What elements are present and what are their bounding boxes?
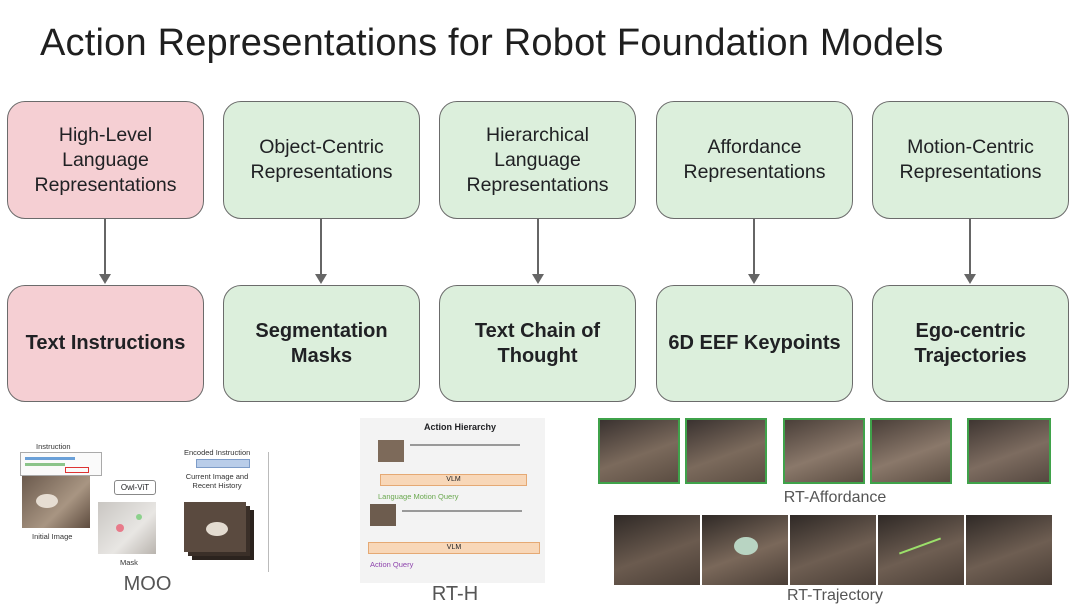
rt-trajectory-frame [702,515,788,585]
box-hierarchical-language: Hierarchical Language Representations [439,101,636,219]
rt-affordance-frame [967,418,1051,484]
box-label: Text Chain of Thought [474,319,601,367]
moo-owlvit-box: Owl-ViT [114,480,156,495]
moo-initial-image [22,476,90,528]
moo-divider [268,452,281,572]
rt-trajectory-frame [966,515,1052,585]
arrow-down [99,219,111,284]
rt-affordance-frame [598,418,680,484]
rt-trajectory-frame [614,515,700,585]
arrow-down [315,219,327,284]
box-high-level-language: High-Level Language Representations [7,101,204,219]
box-text-chain-of-thought: Text Chain of Thought [439,285,636,402]
moo-current-image-label: Current Image and Recent History [185,472,249,490]
box-label: High-Level Language Representations [34,123,177,196]
box-label: Text Instructions [25,332,186,354]
box-object-centric: Object-Centric Representations [223,101,420,219]
moo-caption: MOO [123,573,172,595]
arrow-down [748,219,760,284]
arrow-down [964,219,976,284]
rth-language-motion-query: Language Motion Query [378,492,459,501]
box-motion-centric: Motion-Centric Representations [872,101,1069,219]
box-label: Object-Centric Representations [250,136,393,183]
box-label: Ego-centric Trajectories [914,319,1027,367]
box-ego-centric-trajectories: Ego-centric Trajectories [872,285,1069,402]
slide-title: Action Representations for Robot Foundat… [40,22,944,64]
box-label: 6D EEF Keypoints [668,332,841,354]
rth-frame-image [378,440,404,462]
rt-affordance-frame [685,418,767,484]
moo-figure: Instruction Initial Image Owl-ViT Encode… [18,438,288,578]
moo-mask-label: Mask [120,558,138,567]
rt-affordance-caption: RT-Affordance [783,489,887,506]
moo-mask-image [98,502,156,554]
box-segmentation-masks: Segmentation Masks [223,285,420,402]
box-label: Motion-Centric Representations [899,136,1042,183]
rth-question-line-2 [402,510,522,512]
moo-instruction-box [20,452,102,476]
rth-heading: Action Hierarchy [424,422,497,432]
rth-action-query: Action Query [370,560,414,569]
rt-trajectory-frame [790,515,876,585]
box-label: Hierarchical Language Representations [466,123,609,196]
rt-affordance-frame [783,418,865,484]
arrow-down [532,219,544,284]
box-label: Affordance Representations [683,136,826,183]
box-label: Segmentation Masks [255,319,388,367]
rth-vlm-bar-2: VLM [368,542,540,554]
moo-instruction-label: Instruction [36,442,71,451]
rth-question-line [410,444,520,446]
rth-figure: Action Hierarchy VLM Language Motion Que… [360,418,545,583]
moo-encoded-label: Encoded Instruction [184,448,251,457]
box-6d-eef-keypoints: 6D EEF Keypoints [656,285,853,402]
rt-affordance-frame [870,418,952,484]
moo-encoded-vector [196,459,250,468]
moo-history-images [184,502,246,552]
rt-trajectory-frame [878,515,964,585]
box-affordance: Affordance Representations [656,101,853,219]
rth-caption: RT-H [431,583,479,605]
rth-vlm-bar: VLM [380,474,527,486]
rt-trajectory-caption: RT-Trajectory [786,587,883,604]
box-text-instructions: Text Instructions [7,285,204,402]
rth-frame-image-2 [370,504,396,526]
moo-initial-image-label: Initial Image [32,532,73,541]
